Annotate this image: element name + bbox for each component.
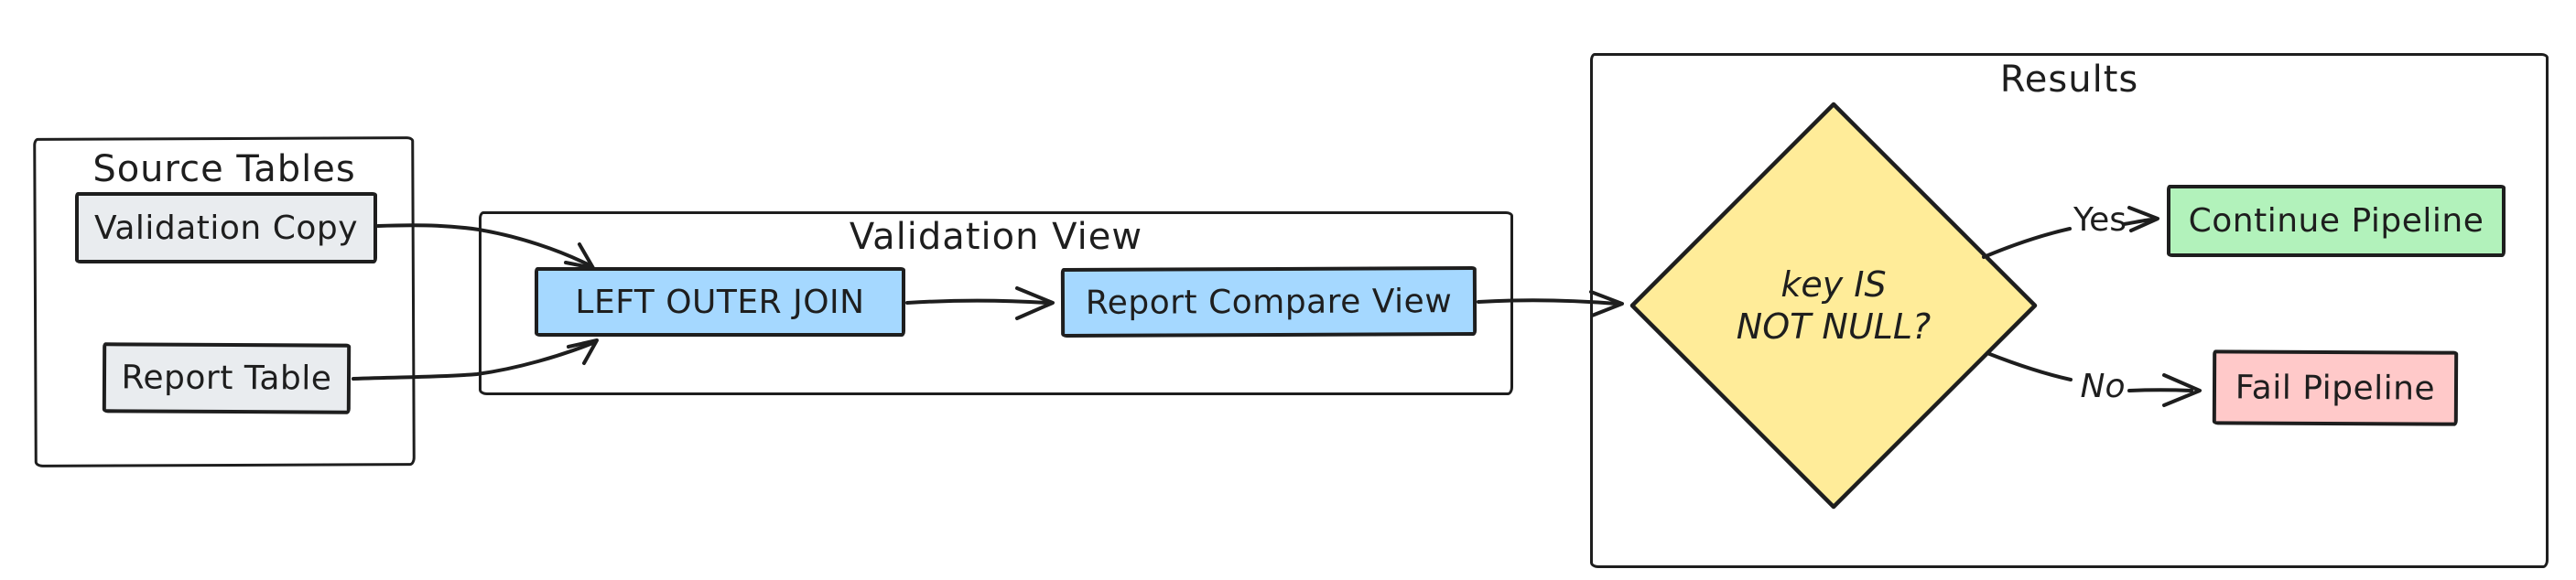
node-continue-pipeline-label: Continue Pipeline bbox=[2188, 202, 2484, 240]
edge-no-line[interactable] bbox=[1986, 351, 2073, 381]
frame-results-title: Results bbox=[1999, 59, 2139, 101]
frame-source-tables-title: Source Tables bbox=[92, 148, 356, 190]
edge-yes-line[interactable] bbox=[1982, 227, 2072, 259]
edge-no-line-2[interactable] bbox=[2127, 388, 2193, 392]
edge-yes-arrowhead bbox=[2127, 206, 2159, 232]
decision-label: key IS NOT NULL? bbox=[1687, 263, 1980, 349]
node-fail-pipeline[interactable]: Fail Pipeline bbox=[2212, 349, 2459, 426]
frame-results[interactable] bbox=[1590, 53, 2549, 568]
edge-compare-to-decision-arrowhead bbox=[1589, 290, 1624, 317]
decision-label-line2: NOT NULL? bbox=[1736, 306, 1932, 348]
edge-join-to-compare-arrowhead bbox=[1015, 286, 1055, 320]
edge-compare-to-decision[interactable] bbox=[1477, 298, 1618, 306]
node-validation-copy-label: Validation Copy bbox=[93, 209, 359, 247]
node-continue-pipeline[interactable]: Continue Pipeline bbox=[2167, 185, 2506, 257]
node-report-table[interactable]: Report Table bbox=[102, 342, 352, 414]
edge-report-table-to-join[interactable] bbox=[352, 340, 597, 381]
node-fail-pipeline-label: Fail Pipeline bbox=[2235, 368, 2436, 408]
decision-diamond[interactable] bbox=[1629, 102, 2038, 510]
edge-no-arrowhead bbox=[2162, 373, 2202, 407]
node-left-outer-join[interactable]: LEFT OUTER JOIN bbox=[535, 267, 905, 337]
node-validation-copy[interactable]: Validation Copy bbox=[75, 192, 377, 263]
node-left-outer-join-label: LEFT OUTER JOIN bbox=[575, 283, 865, 321]
decision-label-line1: key IS bbox=[1780, 264, 1887, 305]
edge-label-yes: Yes bbox=[2073, 201, 2127, 239]
edge-join-to-compare[interactable] bbox=[905, 298, 1049, 305]
edge-yes-line-2[interactable] bbox=[2122, 218, 2153, 226]
node-report-compare-view[interactable]: Report Compare View bbox=[1060, 266, 1477, 338]
node-report-compare-view-label: Report Compare View bbox=[1085, 282, 1453, 322]
edge-label-no: No bbox=[2080, 368, 2126, 405]
frame-validation-view[interactable] bbox=[479, 211, 1513, 395]
frame-validation-view-title: Validation View bbox=[849, 216, 1143, 258]
edge-report-table-arrowhead bbox=[567, 338, 599, 365]
node-report-table-label: Report Table bbox=[121, 359, 332, 398]
